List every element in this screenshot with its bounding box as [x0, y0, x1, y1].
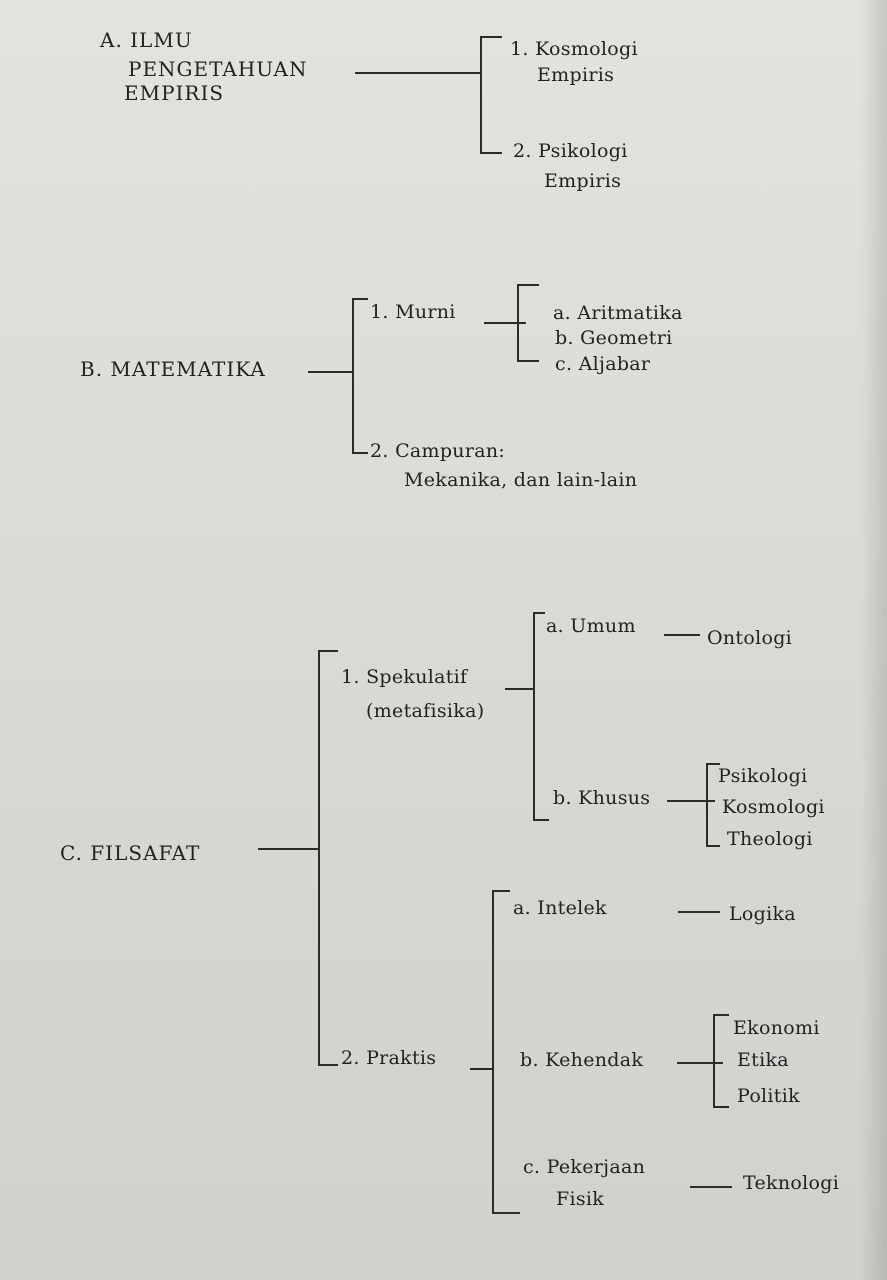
connector-c-pekerjaan: [690, 1186, 732, 1188]
c-kehendak-item-1: Ekonomi: [733, 1017, 820, 1039]
section-b-title: B. MATEMATIKA: [80, 357, 266, 381]
bracket-a: [480, 36, 482, 153]
connector-b: [308, 371, 352, 373]
bracket-c-khusus-top-tick: [706, 763, 720, 765]
bracket-c-praktis-bottom-tick: [492, 1212, 520, 1214]
section-a-title-line3: EMPIRIS: [124, 81, 225, 105]
bracket-c-khusus: [706, 763, 708, 846]
bracket-c-spekulatif-top-tick: [533, 612, 545, 614]
bracket-a-bottom-tick: [480, 152, 502, 154]
b-murni-item-3: c. Aljabar: [555, 353, 651, 375]
c-pekerjaan-result: Teknologi: [743, 1172, 840, 1194]
bracket-b-top-tick: [352, 298, 368, 300]
connector-c: [258, 848, 318, 850]
c-kehendak-item-3: Politik: [737, 1085, 800, 1107]
connector-c-umum: [664, 634, 700, 636]
bracket-c: [318, 650, 320, 1065]
c-khusus-label: b. Khusus: [553, 787, 651, 809]
bracket-c-spekulatif-bottom-tick: [533, 819, 549, 821]
a-item-1-line2: Empiris: [537, 64, 615, 86]
c-khusus-item-2: Kosmologi: [722, 796, 825, 818]
c-spekulatif-line2: (metafisika): [366, 700, 485, 722]
bracket-c-khusus-bottom-tick: [706, 845, 720, 847]
connector-c-intelek: [678, 911, 720, 913]
section-a-title-line2: PENGETAHUAN: [128, 57, 308, 81]
c-intelek-result: Logika: [729, 903, 796, 925]
connector-c-spekulatif: [505, 688, 533, 690]
c-pekerjaan-line2: Fisik: [556, 1188, 605, 1210]
bracket-b-murni-bottom-tick: [517, 360, 539, 362]
connector-a: [355, 72, 480, 74]
connector-c-khusus: [667, 800, 715, 802]
b-murni-item-1: a. Aritmatika: [553, 302, 683, 324]
connector-b-murni: [484, 322, 526, 324]
b-murni-label: 1. Murni: [370, 301, 456, 323]
c-kehendak-label: b. Kehendak: [520, 1049, 644, 1071]
bracket-c-spekulatif: [533, 612, 535, 820]
connector-c-kehendak: [677, 1062, 723, 1064]
b-campuran-label: 2. Campuran:: [370, 440, 506, 462]
c-kehendak-item-2: Etika: [737, 1049, 789, 1071]
bracket-a-top-tick: [480, 36, 502, 38]
bracket-c-top-tick: [318, 650, 338, 652]
c-pekerjaan-line1: c. Pekerjaan: [523, 1156, 646, 1178]
bracket-c-kehendak: [713, 1014, 715, 1107]
a-item-1-line1: 1. Kosmologi: [510, 38, 638, 60]
a-item-2-line1: 2. Psikologi: [513, 140, 628, 162]
c-spekulatif-line1: 1. Spekulatif: [341, 666, 468, 688]
bracket-c-bottom-tick: [318, 1064, 338, 1066]
section-c-title: C. FILSAFAT: [60, 841, 201, 865]
b-murni-item-2: b. Geometri: [555, 327, 673, 349]
b-campuran-detail: Mekanika, dan lain-lain: [404, 469, 638, 491]
c-khusus-item-3: Theologi: [727, 828, 813, 850]
bracket-c-kehendak-bottom-tick: [713, 1106, 729, 1108]
page-gutter-shadow: [860, 0, 887, 1280]
c-umum-result: Ontologi: [707, 627, 793, 649]
bracket-c-kehendak-top-tick: [713, 1014, 729, 1016]
bracket-b-bottom-tick: [352, 452, 368, 454]
section-a-title-line1: A. ILMU: [100, 28, 193, 52]
connector-c-praktis: [470, 1068, 492, 1070]
c-umum-label: a. Umum: [546, 615, 636, 637]
c-intelek-label: a. Intelek: [513, 897, 607, 919]
c-khusus-item-1: Psikologi: [718, 765, 808, 787]
bracket-b-murni: [517, 284, 519, 361]
bracket-c-praktis-top-tick: [492, 890, 510, 892]
bracket-b: [352, 298, 354, 453]
bracket-c-praktis: [492, 890, 494, 1213]
c-praktis-label: 2. Praktis: [341, 1047, 437, 1069]
bracket-b-murni-top-tick: [517, 284, 539, 286]
a-item-2-line2: Empiris: [544, 170, 622, 192]
